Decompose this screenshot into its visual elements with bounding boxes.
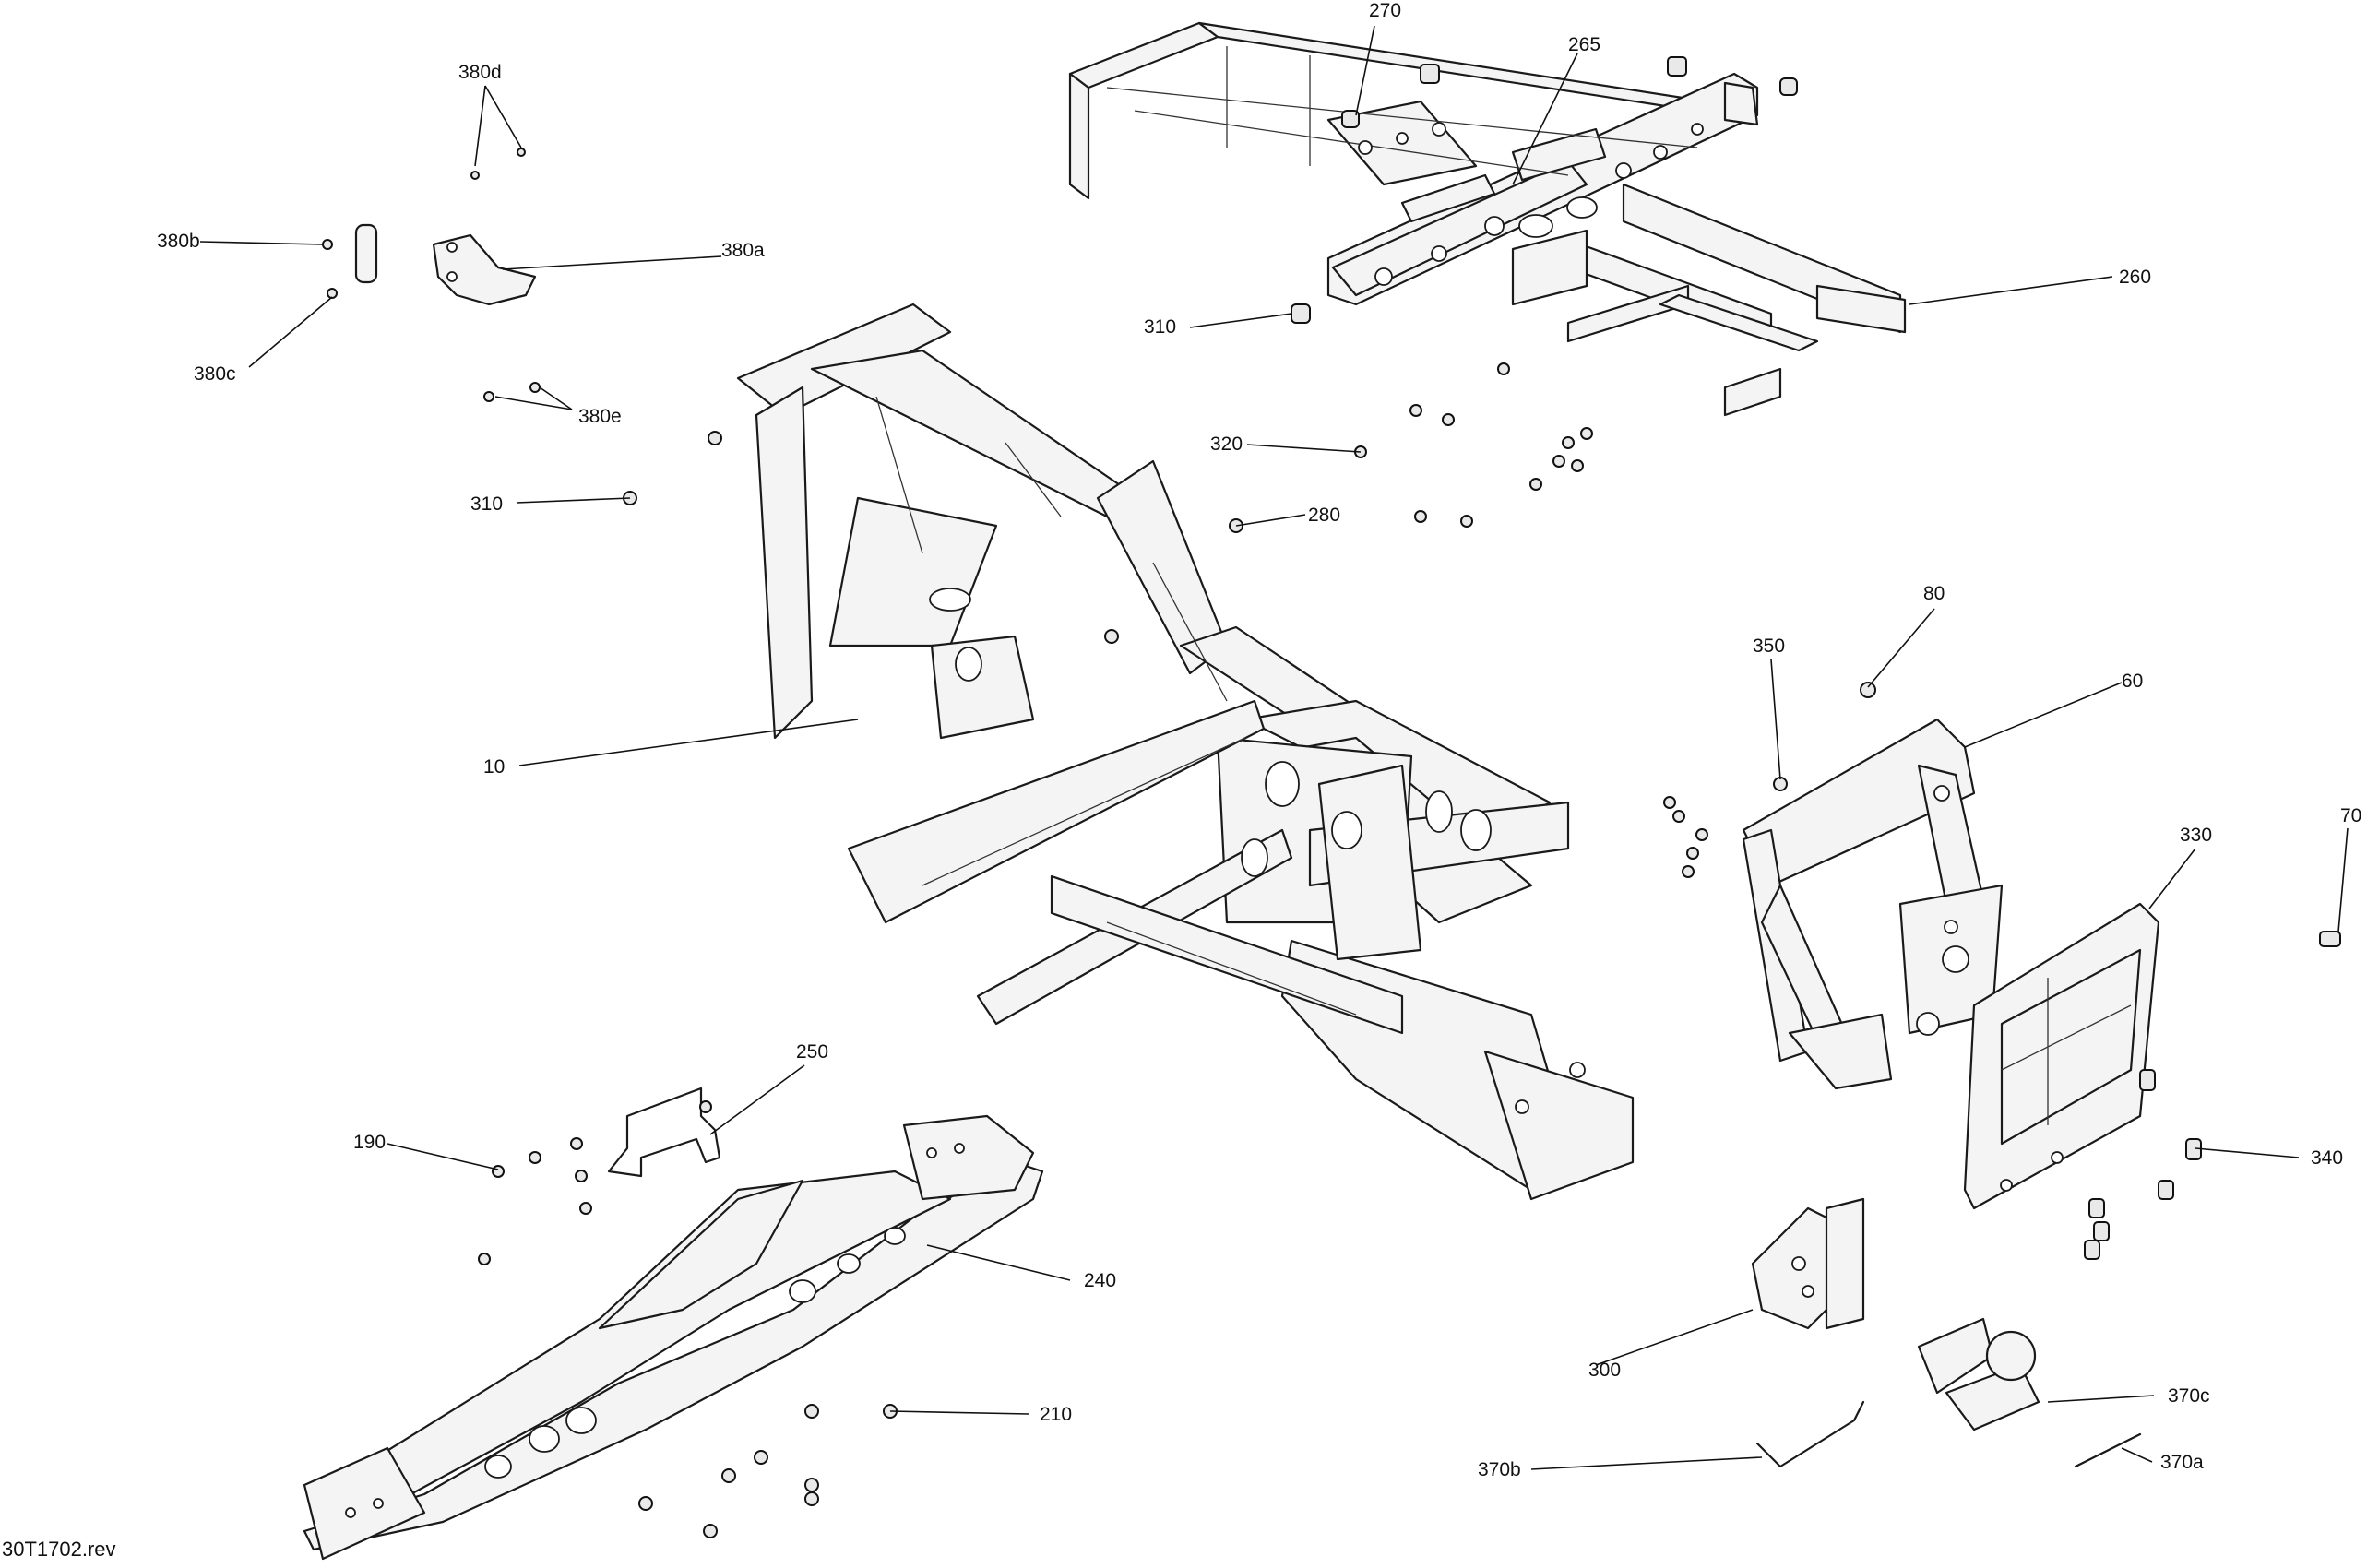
callout-300: 300 xyxy=(1588,1360,1621,1381)
hitch-bracket-300 xyxy=(1751,1197,1865,1330)
callout-380d: 380d xyxy=(458,62,502,83)
leader-lines xyxy=(199,25,2349,1470)
rear-upper-frame-260 xyxy=(1068,21,1907,417)
callout-280: 280 xyxy=(1308,505,1340,526)
callout-380e: 380e xyxy=(578,406,622,427)
callout-210: 210 xyxy=(1040,1404,1072,1425)
callout-260: 260 xyxy=(2119,267,2151,288)
fasteners xyxy=(322,56,2341,1538)
hitch-receiver-370c xyxy=(1917,1317,2040,1431)
main-frame-10 xyxy=(736,303,1635,1201)
callout-370b: 370b xyxy=(1478,1459,1521,1480)
bracket-380a xyxy=(432,233,537,306)
rear-bracket-60 xyxy=(1742,718,2004,1090)
callout-10: 10 xyxy=(483,756,505,778)
callout-70: 70 xyxy=(2340,805,2361,826)
clip-370a xyxy=(2074,1432,2142,1468)
callout-265: 265 xyxy=(1568,34,1600,55)
callout-80: 80 xyxy=(1923,583,1945,604)
callout-370a: 370a xyxy=(2160,1452,2204,1473)
callout-330: 330 xyxy=(2180,825,2212,846)
side-rail-240 xyxy=(303,1114,1044,1561)
callout-380a: 380a xyxy=(721,240,765,261)
callout-190: 190 xyxy=(353,1132,386,1153)
callout-370c: 370c xyxy=(2168,1385,2210,1407)
callout-60: 60 xyxy=(2122,671,2143,692)
pin-380 xyxy=(354,223,378,284)
callout-380c: 380c xyxy=(194,363,236,385)
bracket-250 xyxy=(607,1087,721,1178)
callout-270: 270 xyxy=(1369,0,1401,21)
rear-plate-330 xyxy=(1963,902,2160,1210)
document-reference: 30T1702.rev xyxy=(2,1538,116,1561)
callout-310-lower: 310 xyxy=(470,493,503,515)
callout-320: 320 xyxy=(1210,434,1243,455)
callout-250: 250 xyxy=(796,1041,828,1063)
callout-240: 240 xyxy=(1084,1270,1116,1291)
callout-340: 340 xyxy=(2311,1147,2343,1169)
callout-380b: 380b xyxy=(157,231,200,252)
callout-310-upper: 310 xyxy=(1144,316,1176,338)
callout-350: 350 xyxy=(1753,636,1785,657)
callout-labels: 270 265 260 310 320 280 310 380d 380b 38… xyxy=(157,0,2361,1480)
hitch-pin-370b xyxy=(1755,1400,1865,1468)
